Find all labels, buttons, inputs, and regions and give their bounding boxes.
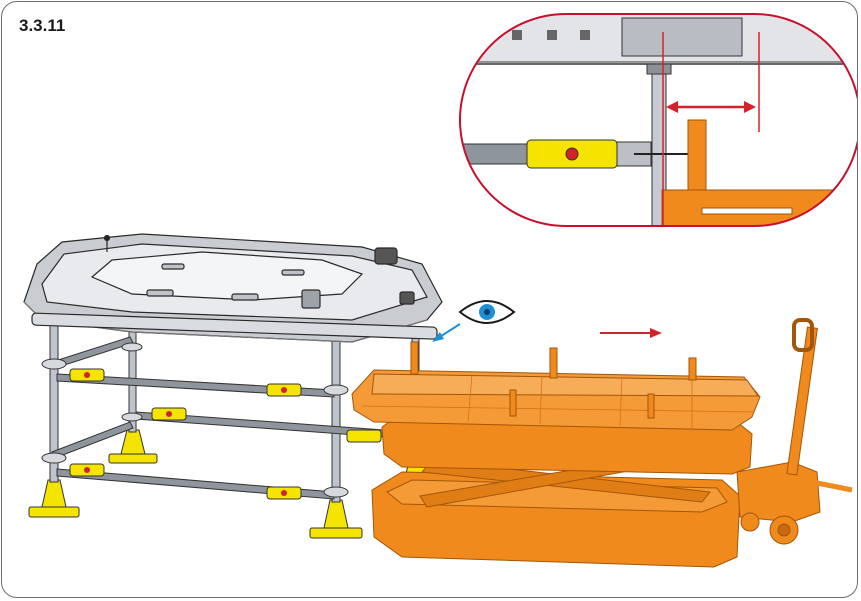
stand-foot: [28, 479, 80, 518]
eye-icon: [458, 300, 516, 324]
detail-inset: [459, 13, 857, 227]
arrow-right-icon: [600, 328, 662, 338]
step-number: 3.3.11: [19, 16, 66, 35]
scissor-lift-table: [351, 318, 853, 568]
battery-pack: [23, 233, 443, 343]
stand-foot: [108, 429, 158, 464]
double-arrow-icon: [666, 101, 756, 113]
stand-foot: [309, 499, 363, 539]
view-direction-arrow: [432, 323, 461, 342]
